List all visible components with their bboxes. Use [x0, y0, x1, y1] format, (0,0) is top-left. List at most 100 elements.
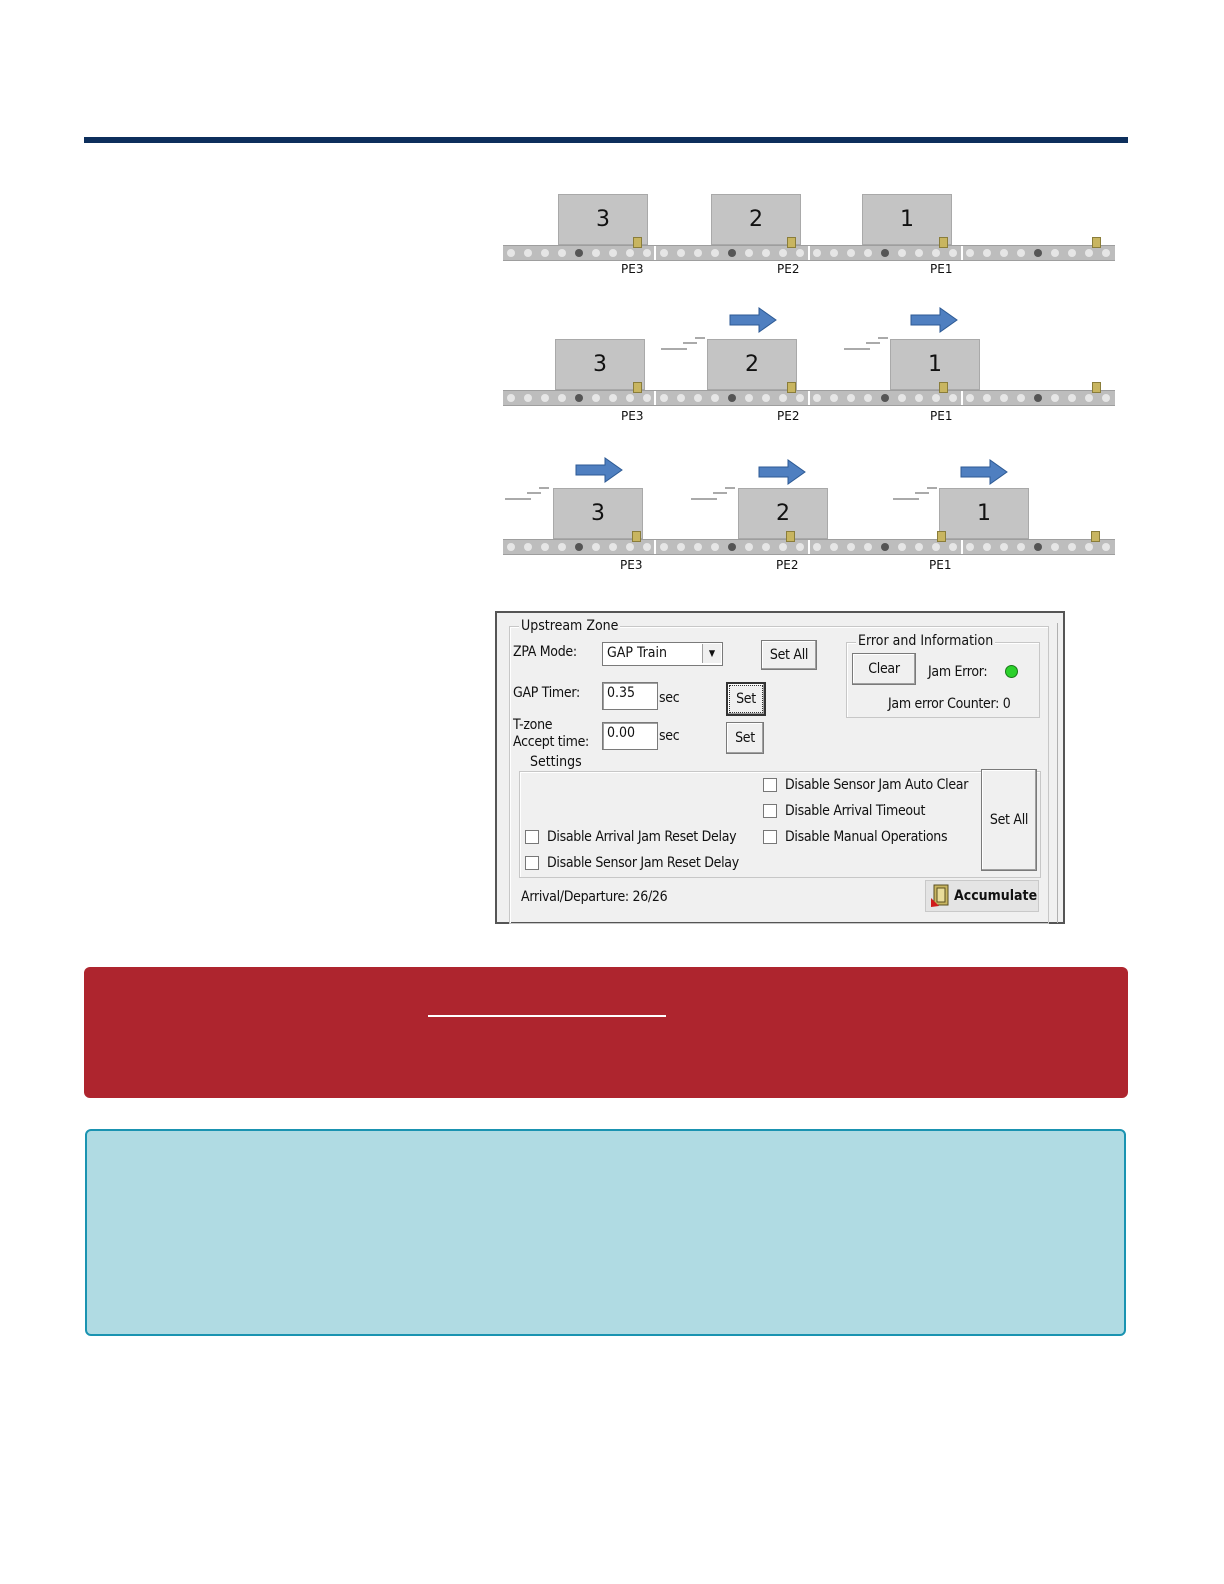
photo-eye-sensor — [1091, 531, 1100, 542]
warning-banner-link-underline — [428, 1015, 666, 1017]
roller — [1017, 249, 1025, 257]
roller — [1085, 543, 1093, 551]
gap-timer-label: GAP Timer: — [513, 685, 580, 701]
roller — [575, 249, 583, 257]
right-arrow-icon — [910, 307, 958, 333]
roller — [949, 394, 957, 402]
chevron-down-icon[interactable]: ▼ — [702, 644, 721, 663]
roller — [711, 394, 719, 402]
disable-arrival-timeout-label: Disable Arrival Timeout — [785, 803, 926, 819]
roller — [1000, 249, 1008, 257]
roller — [592, 249, 600, 257]
roller — [626, 249, 634, 257]
tzone-label-line1: T-zone — [513, 717, 553, 733]
photo-eye-sensor — [939, 237, 948, 248]
right-arrow-icon — [729, 307, 777, 333]
roller — [558, 394, 566, 402]
roller — [796, 249, 804, 257]
disable-sensor-jam-reset-delay-checkbox[interactable] — [525, 856, 539, 870]
roller — [779, 394, 787, 402]
roller — [966, 543, 974, 551]
gap-timer-set-button[interactable]: Set — [726, 682, 766, 716]
roller — [932, 249, 940, 257]
roller — [1034, 543, 1042, 551]
roller — [1068, 394, 1076, 402]
roller — [847, 249, 855, 257]
roller — [677, 249, 685, 257]
roller — [609, 394, 617, 402]
roller — [813, 249, 821, 257]
zpa-mode-label: ZPA Mode: — [513, 644, 577, 660]
roller — [1051, 249, 1059, 257]
carton-3: 3 — [555, 339, 645, 390]
note-banner — [85, 1129, 1126, 1336]
right-arrow-icon — [575, 457, 623, 483]
roller — [1034, 394, 1042, 402]
conveyor-diagram-stage-1: 3 2 1 PE3 PE2 PE1 — [503, 190, 1115, 290]
photo-eye-sensor — [632, 531, 641, 542]
zone-separator — [961, 391, 963, 405]
disable-sensor-jam-auto-clear-checkbox[interactable] — [763, 778, 777, 792]
photo-eye-sensor — [1092, 237, 1101, 248]
roller — [932, 394, 940, 402]
roller — [949, 543, 957, 551]
roller — [779, 249, 787, 257]
disable-arrival-jam-reset-delay-label: Disable Arrival Jam Reset Delay — [547, 829, 737, 845]
photo-eye-sensor — [937, 531, 946, 542]
photo-eye-sensor — [787, 382, 796, 393]
roller — [1102, 543, 1110, 551]
roller — [1000, 394, 1008, 402]
photo-eye-sensor — [633, 237, 642, 248]
roller — [660, 249, 668, 257]
carton-2: 2 — [738, 488, 828, 539]
roller — [592, 394, 600, 402]
roller — [1102, 394, 1110, 402]
sensor-label-pe1: PE1 — [930, 262, 953, 276]
settings-set-all-button[interactable]: Set All — [981, 769, 1037, 871]
roller — [1102, 249, 1110, 257]
sensor-label-pe2: PE2 — [777, 409, 800, 423]
disable-arrival-jam-reset-delay-checkbox[interactable] — [525, 830, 539, 844]
disable-manual-operations-checkbox[interactable] — [763, 830, 777, 844]
gap-timer-input[interactable]: 0.35 — [602, 682, 658, 710]
sensor-label-pe2: PE2 — [776, 558, 799, 572]
sensor-label-pe1: PE1 — [929, 558, 952, 572]
carton-3: 3 — [558, 194, 648, 245]
roller — [915, 249, 923, 257]
roller — [1051, 543, 1059, 551]
zpa-set-all-button[interactable]: Set All — [761, 640, 817, 670]
roller — [966, 394, 974, 402]
clear-button[interactable]: Clear — [852, 653, 916, 685]
sensor-label-pe3: PE3 — [621, 409, 644, 423]
roller — [507, 394, 515, 402]
jam-error-label: Jam Error: — [928, 664, 988, 680]
roller — [575, 543, 583, 551]
accumulate-button[interactable]: Accumulate — [925, 880, 1039, 912]
zone-separator — [654, 540, 656, 554]
roller — [864, 394, 872, 402]
roller — [626, 543, 634, 551]
conveyor-bed — [503, 539, 1115, 555]
gap-timer-unit: sec — [659, 690, 680, 706]
roller — [779, 543, 787, 551]
motion-lines-icon — [691, 487, 735, 500]
roller — [881, 394, 889, 402]
error-info-title: Error and Information — [856, 633, 996, 649]
roller — [932, 543, 940, 551]
upstream-zone-panel: Upstream Zone ZPA Mode: GAP Train ▼ Set … — [495, 611, 1065, 924]
zpa-mode-select[interactable]: GAP Train ▼ — [602, 642, 723, 666]
roller — [541, 249, 549, 257]
roller — [524, 394, 532, 402]
upstream-zone-group — [509, 626, 1049, 924]
zone-separator — [808, 391, 810, 405]
roller — [983, 249, 991, 257]
settings-group — [519, 771, 1041, 878]
tzone-accept-time-input[interactable]: 0.00 — [602, 722, 658, 750]
disable-arrival-timeout-checkbox[interactable] — [763, 804, 777, 818]
upstream-zone-title: Upstream Zone — [519, 618, 621, 634]
roller — [694, 249, 702, 257]
roller — [1017, 394, 1025, 402]
sensor-label-pe3: PE3 — [620, 558, 643, 572]
disable-manual-operations-label: Disable Manual Operations — [785, 829, 948, 845]
tzone-set-button[interactable]: Set — [726, 722, 764, 754]
